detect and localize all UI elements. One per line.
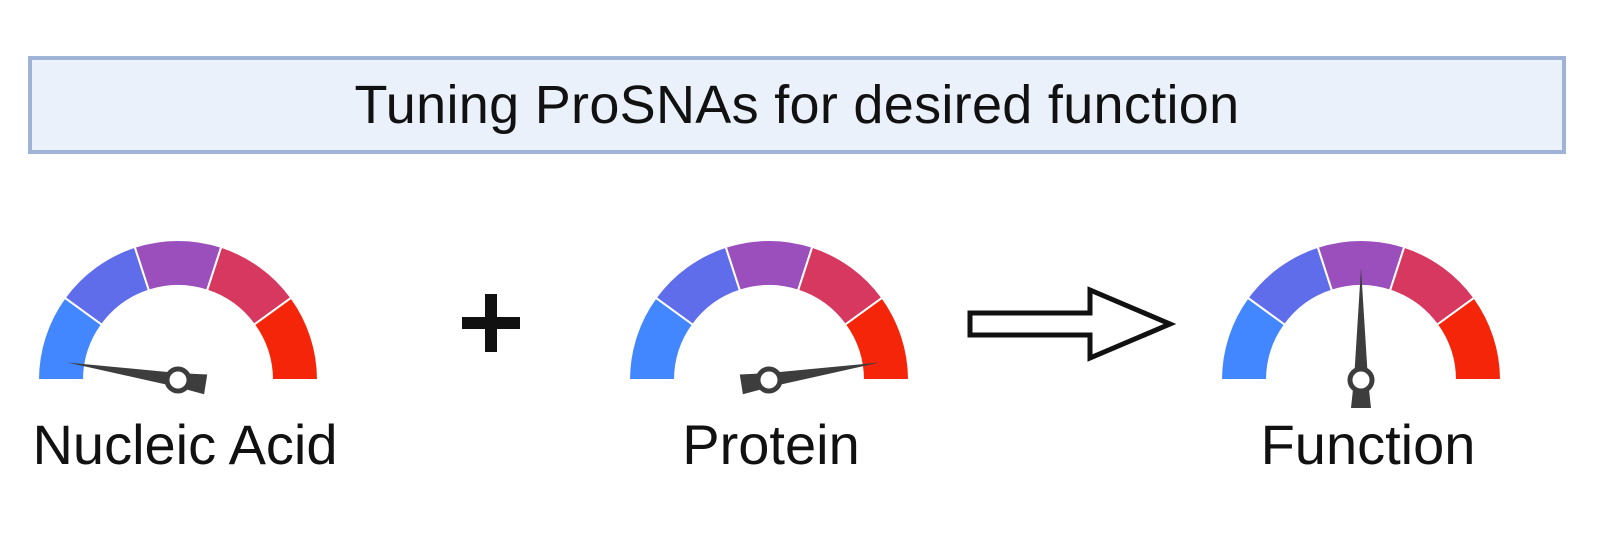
gauge-segment-5 [1435, 296, 1503, 381]
gauge-segment-5 [252, 296, 320, 381]
gauge-label-protein: Protein [682, 413, 860, 476]
gauge-segment-3 [133, 239, 223, 292]
gauge-label-nucleic-acid: Nucleic Acid [32, 413, 338, 476]
gauge-function-dial [1219, 239, 1503, 408]
gauge-segment-3 [724, 239, 814, 292]
gauge-nucleic-acid [30, 232, 330, 412]
gauge-function [1213, 232, 1513, 412]
gauge-segment-5 [843, 296, 911, 381]
gauge-needle-hub [1347, 366, 1375, 394]
gauge-protein [621, 232, 921, 412]
plus-icon [462, 294, 520, 352]
diagram-title: Tuning ProSNAs for desired function [354, 75, 1240, 135]
right-arrow-icon [967, 286, 1176, 362]
gauge-protein-dial [627, 239, 911, 395]
gauge-needle-hub [164, 366, 192, 394]
title-banner: Tuning ProSNAs for desired function [28, 56, 1566, 154]
gauge-needle-hub [755, 366, 783, 394]
gauge-label-function: Function [1260, 413, 1476, 476]
gauge-nucleic-acid-dial [36, 239, 320, 395]
